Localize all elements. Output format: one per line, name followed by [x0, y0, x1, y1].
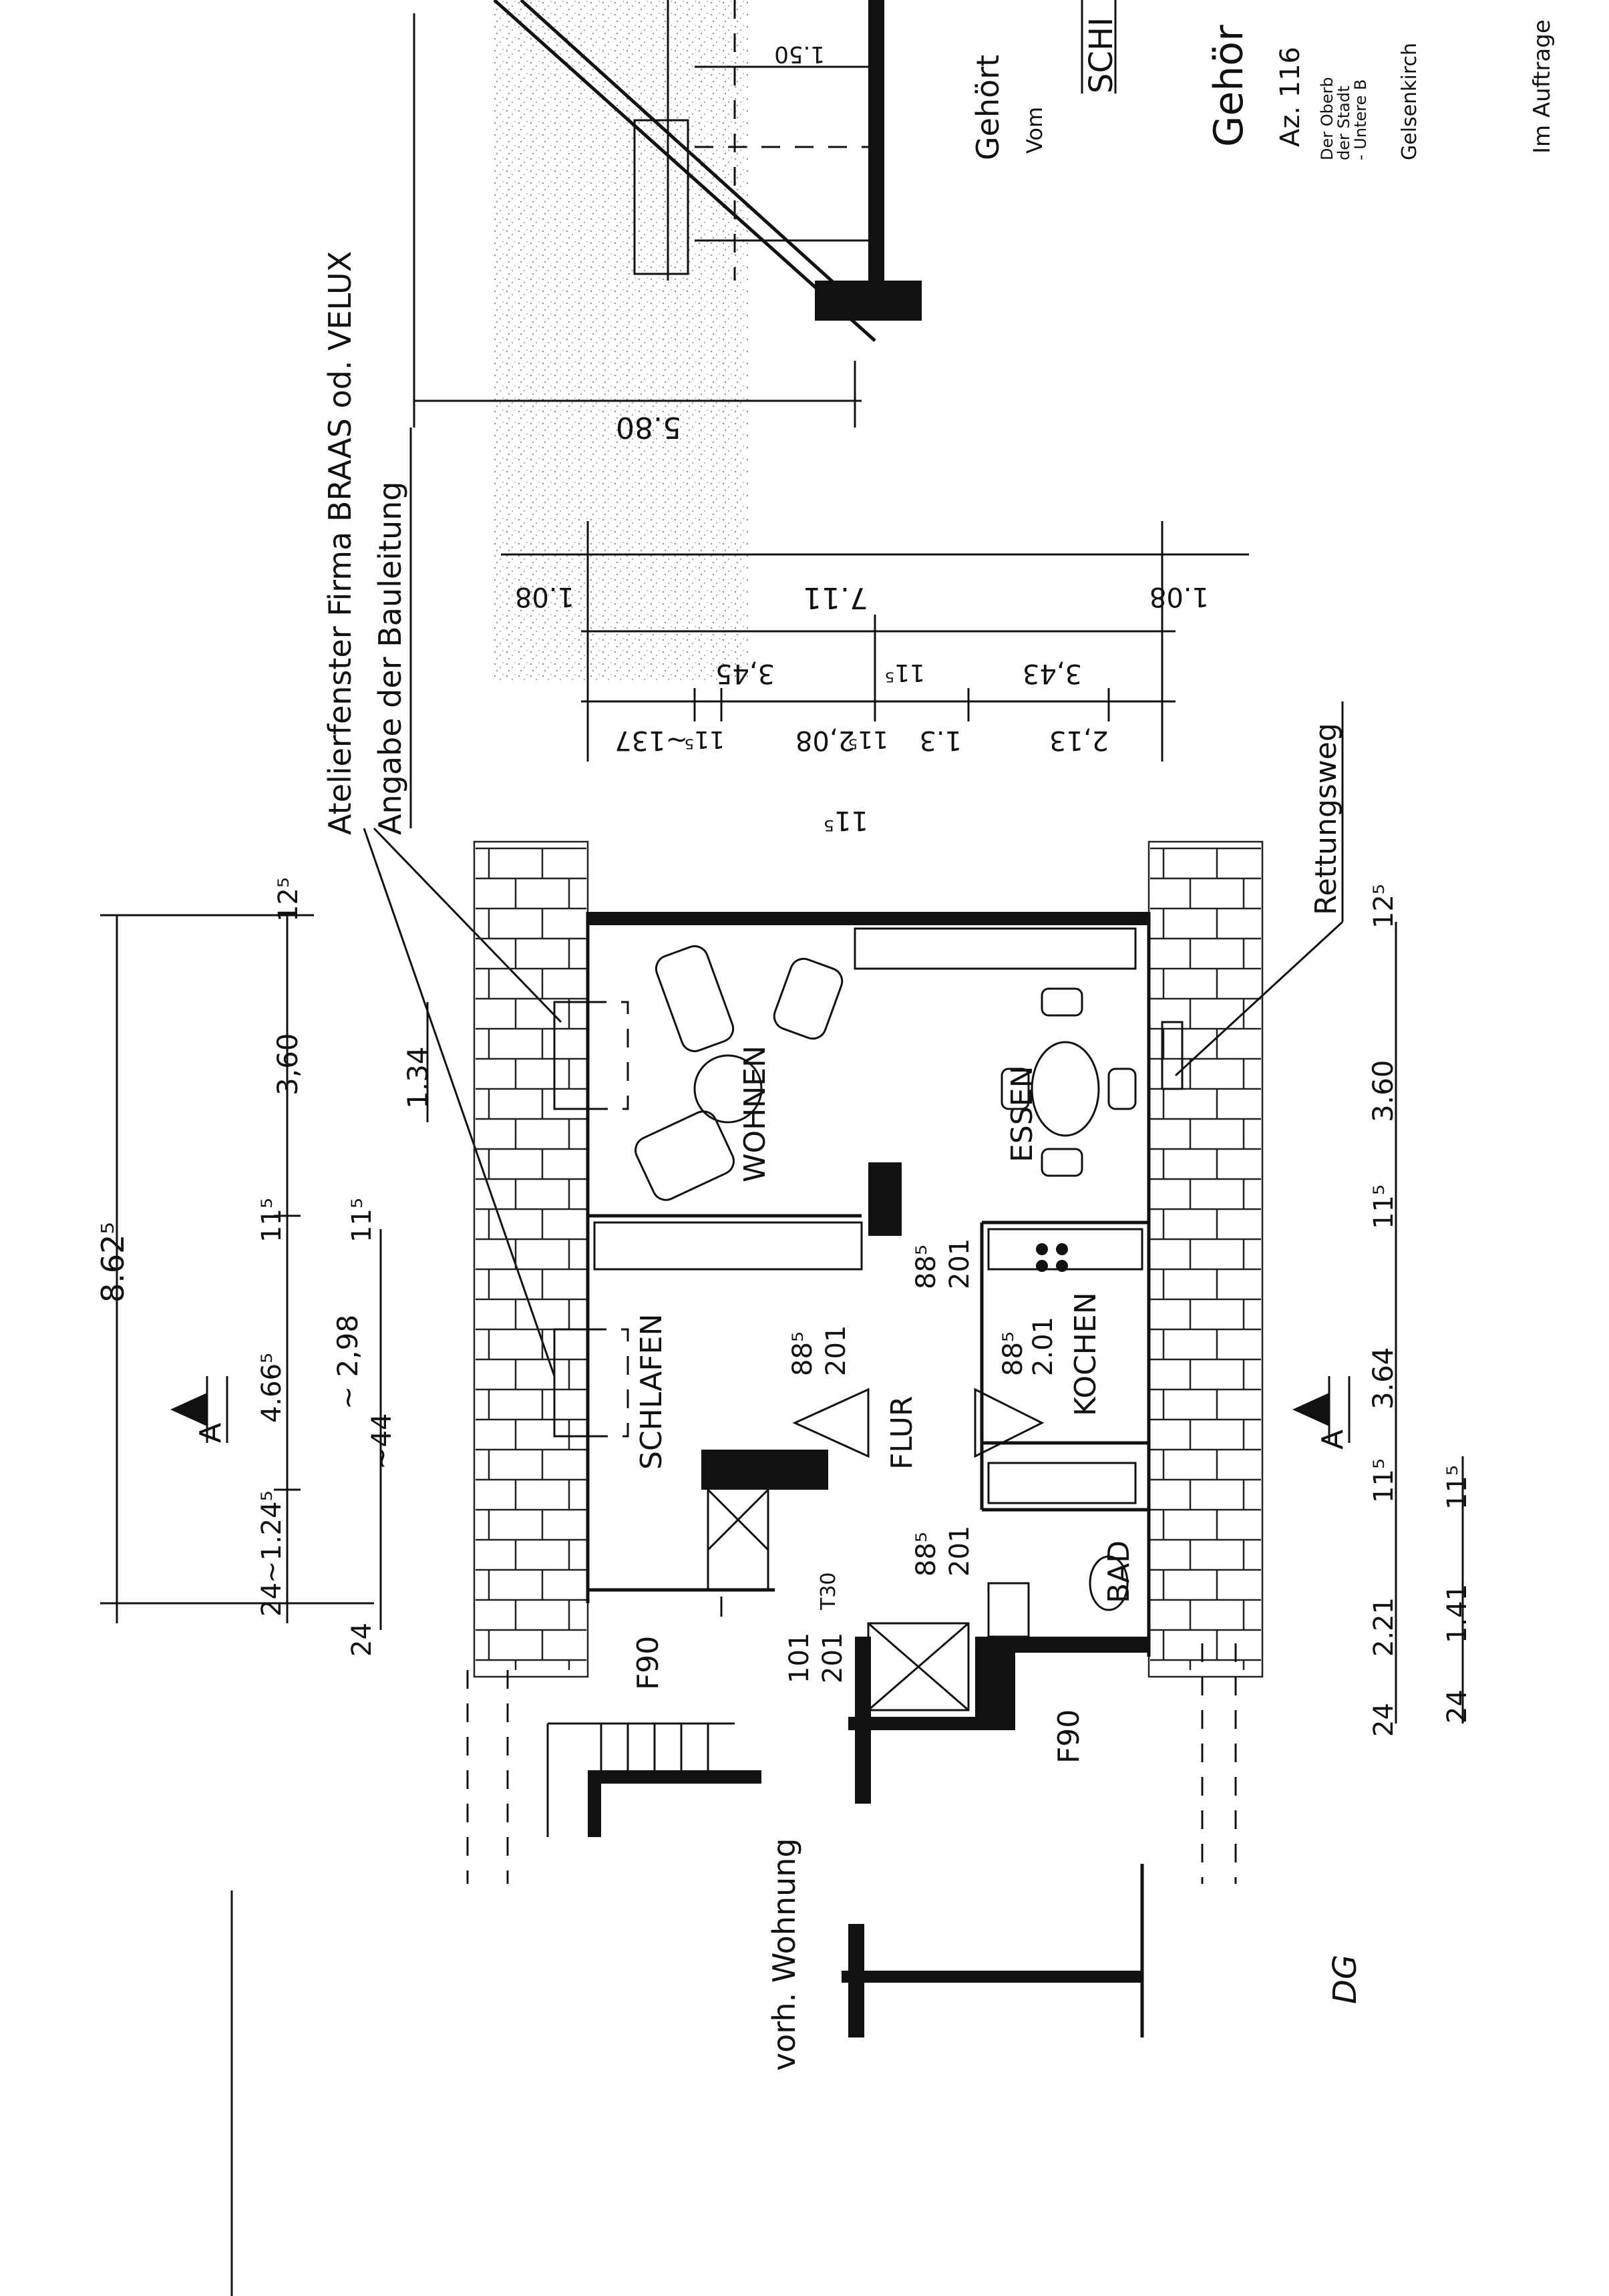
svg-text:A: A [1316, 1430, 1350, 1450]
dim-1-08-right: 1.08 [1149, 581, 1209, 612]
window-note-line1: Atelierfenster Firma BRAAS od. VELUX [322, 251, 358, 835]
window-leader-2 [373, 827, 562, 1023]
escape-route-label: Rettungsweg [1309, 723, 1343, 915]
door-dim-201-1: 201 [821, 1325, 852, 1376]
window-leader-1 [363, 828, 556, 1377]
dim-2-13: 2,13 [1049, 725, 1109, 756]
left-inner-298: ~ 2,98 [331, 1315, 364, 1410]
roof-tiles-left [476, 847, 586, 1670]
right-dim-125: 12⁵ [1369, 884, 1399, 929]
left-dimension-chain: 8.62⁵ 24 ~1.24⁵ 4.66⁵ 11⁵ 3,60 12⁵ 24 ~4… [95, 877, 434, 1657]
door-dim-2-01: 2.01 [1028, 1317, 1059, 1376]
dim-2-08: 2,08 [795, 725, 855, 756]
fire-rating-f90-2: F90 [1052, 1709, 1086, 1764]
svg-text:Vom: Vom [1022, 107, 1047, 154]
door-swing-1 [792, 1387, 870, 1458]
left-inner-115: 11⁵ [347, 1198, 377, 1243]
escape-route-leader [1174, 921, 1344, 1077]
svg-text:Gehör: Gehör [1206, 25, 1252, 147]
svg-text:- Untere B: - Untere B [1351, 79, 1370, 160]
dim-3-43: 3,43 [1023, 658, 1082, 689]
room-label-flur: FLUR [885, 1396, 919, 1470]
door-dim-88-4: 88⁵ [911, 1532, 942, 1577]
dim-11-5-b: 11⁵ [848, 725, 888, 753]
left-dim-115: 11⁵ [256, 1198, 287, 1243]
approval-stamp: Gehört Vom SCHI Gehör Az. 116 Der Oberb … [970, 0, 1556, 160]
svg-text:der Stadt: der Stadt [1334, 86, 1353, 161]
svg-text:Gehört: Gehört [970, 55, 1006, 160]
room-label-kochen: KOCHEN [1069, 1292, 1103, 1416]
door-dim-88-3: 88⁵ [998, 1331, 1029, 1376]
door-dim-201-2: 201 [944, 1239, 975, 1289]
escape-window [1161, 1021, 1184, 1090]
door-t30: T30 [817, 1573, 840, 1611]
walls [586, 912, 1151, 2037]
roof-tiles [473, 840, 1264, 1678]
left-dim-124: ~1.24⁵ [256, 1490, 287, 1583]
overall-dimension: 8.62⁵ [95, 1222, 131, 1303]
section-dimension-chain: 1.08 7.11 1.08 ~137 11⁵ 2,08 11⁵ 1.3 2,1… [501, 521, 1249, 836]
roof-detail-dimension: 1.50 [774, 41, 825, 67]
roof-span-dimension: 5.80 [616, 410, 681, 444]
existing-flat-label: vorh. Wohnung [766, 1838, 802, 2071]
door-dim-88-1: 88⁵ [787, 1331, 818, 1376]
drafter-initials: DG [1326, 1955, 1364, 2004]
svg-text:Im Auftrage: Im Auftrage [1529, 19, 1556, 154]
door-dim-88-2: 88⁵ [911, 1245, 942, 1289]
right-inner-141: 1.41 [1442, 1584, 1473, 1643]
right-dim-115-b: 11⁵ [1369, 1184, 1399, 1229]
roof-window-1 [553, 1001, 589, 1110]
room-label-wohnen: WOHNEN [738, 1045, 772, 1182]
door-dim-201-4: 201 [944, 1526, 975, 1577]
dim-3-45: 3,45 [715, 658, 775, 689]
dim-11-5-a: 11⁵ [685, 725, 725, 753]
door-dim-201-5: 201 [818, 1633, 848, 1683]
roof-window-2-projection [586, 1328, 629, 1438]
right-inner-24: 24 [1442, 1689, 1473, 1724]
room-label-schlafen: SCHLAFEN [635, 1314, 669, 1470]
room-label-bad: BAD [1102, 1540, 1136, 1603]
svg-text:A: A [194, 1423, 228, 1443]
left-dim-24: 24 [256, 1583, 287, 1617]
right-dim-360: 3.60 [1367, 1059, 1399, 1122]
roof-section-detail: 5.80 1.50 [413, 0, 922, 681]
svg-text:Gelsenkirch: Gelsenkirch [1398, 43, 1421, 160]
right-dimension-chain: 24 2.21 11⁵ 3.64 11⁵ 3.60 12⁵ 24 1.41 11… [1367, 884, 1473, 1737]
dim-7-11: 7.11 [803, 581, 868, 615]
svg-text:Az. 116: Az. 116 [1275, 47, 1306, 147]
dim-1-3: 1.3 [919, 725, 962, 756]
section-marker-left: A [170, 1376, 228, 1443]
right-dim-24: 24 [1369, 1703, 1399, 1737]
dim-11-5-d: 11⁵ [824, 805, 868, 836]
fire-rating-f90-1: F90 [631, 1636, 665, 1690]
window-note-line2: Angabe der Bauleitung [372, 482, 408, 835]
section-marker-right: A [1292, 1376, 1351, 1450]
room-label-essen: ESSEN [1005, 1066, 1039, 1162]
dim-11-5-c: 11⁵ [885, 659, 925, 686]
svg-text:Der Oberb: Der Oberb [1318, 77, 1336, 160]
left-inner-24: 24 [347, 1623, 377, 1657]
door-swing-2 [974, 1387, 1045, 1458]
svg-text:SCHI: SCHI [1083, 17, 1120, 94]
stair-existing [466, 1643, 1237, 1884]
door-dim-101: 101 [784, 1633, 815, 1683]
left-inner-44: ~44 [367, 1414, 397, 1470]
dim-137: ~137 [614, 725, 688, 756]
roof-window-1-projection [586, 1001, 629, 1110]
right-dim-221: 2.21 [1369, 1597, 1399, 1657]
roof-tiles-right [1150, 847, 1261, 1670]
right-inner-115: 11⁵ [1442, 1465, 1473, 1510]
left-dim-125: 12⁵ [273, 877, 304, 922]
right-dim-115-a: 11⁵ [1369, 1458, 1399, 1503]
left-dim-466: 4.66⁵ [256, 1353, 287, 1423]
furniture [593, 927, 1143, 1711]
left-inner-134: 1.34 [401, 1046, 434, 1109]
left-dim-360: 3,60 [271, 1033, 304, 1096]
right-dim-364: 3.64 [1367, 1347, 1399, 1410]
dim-1-08-left: 1.08 [515, 581, 574, 612]
